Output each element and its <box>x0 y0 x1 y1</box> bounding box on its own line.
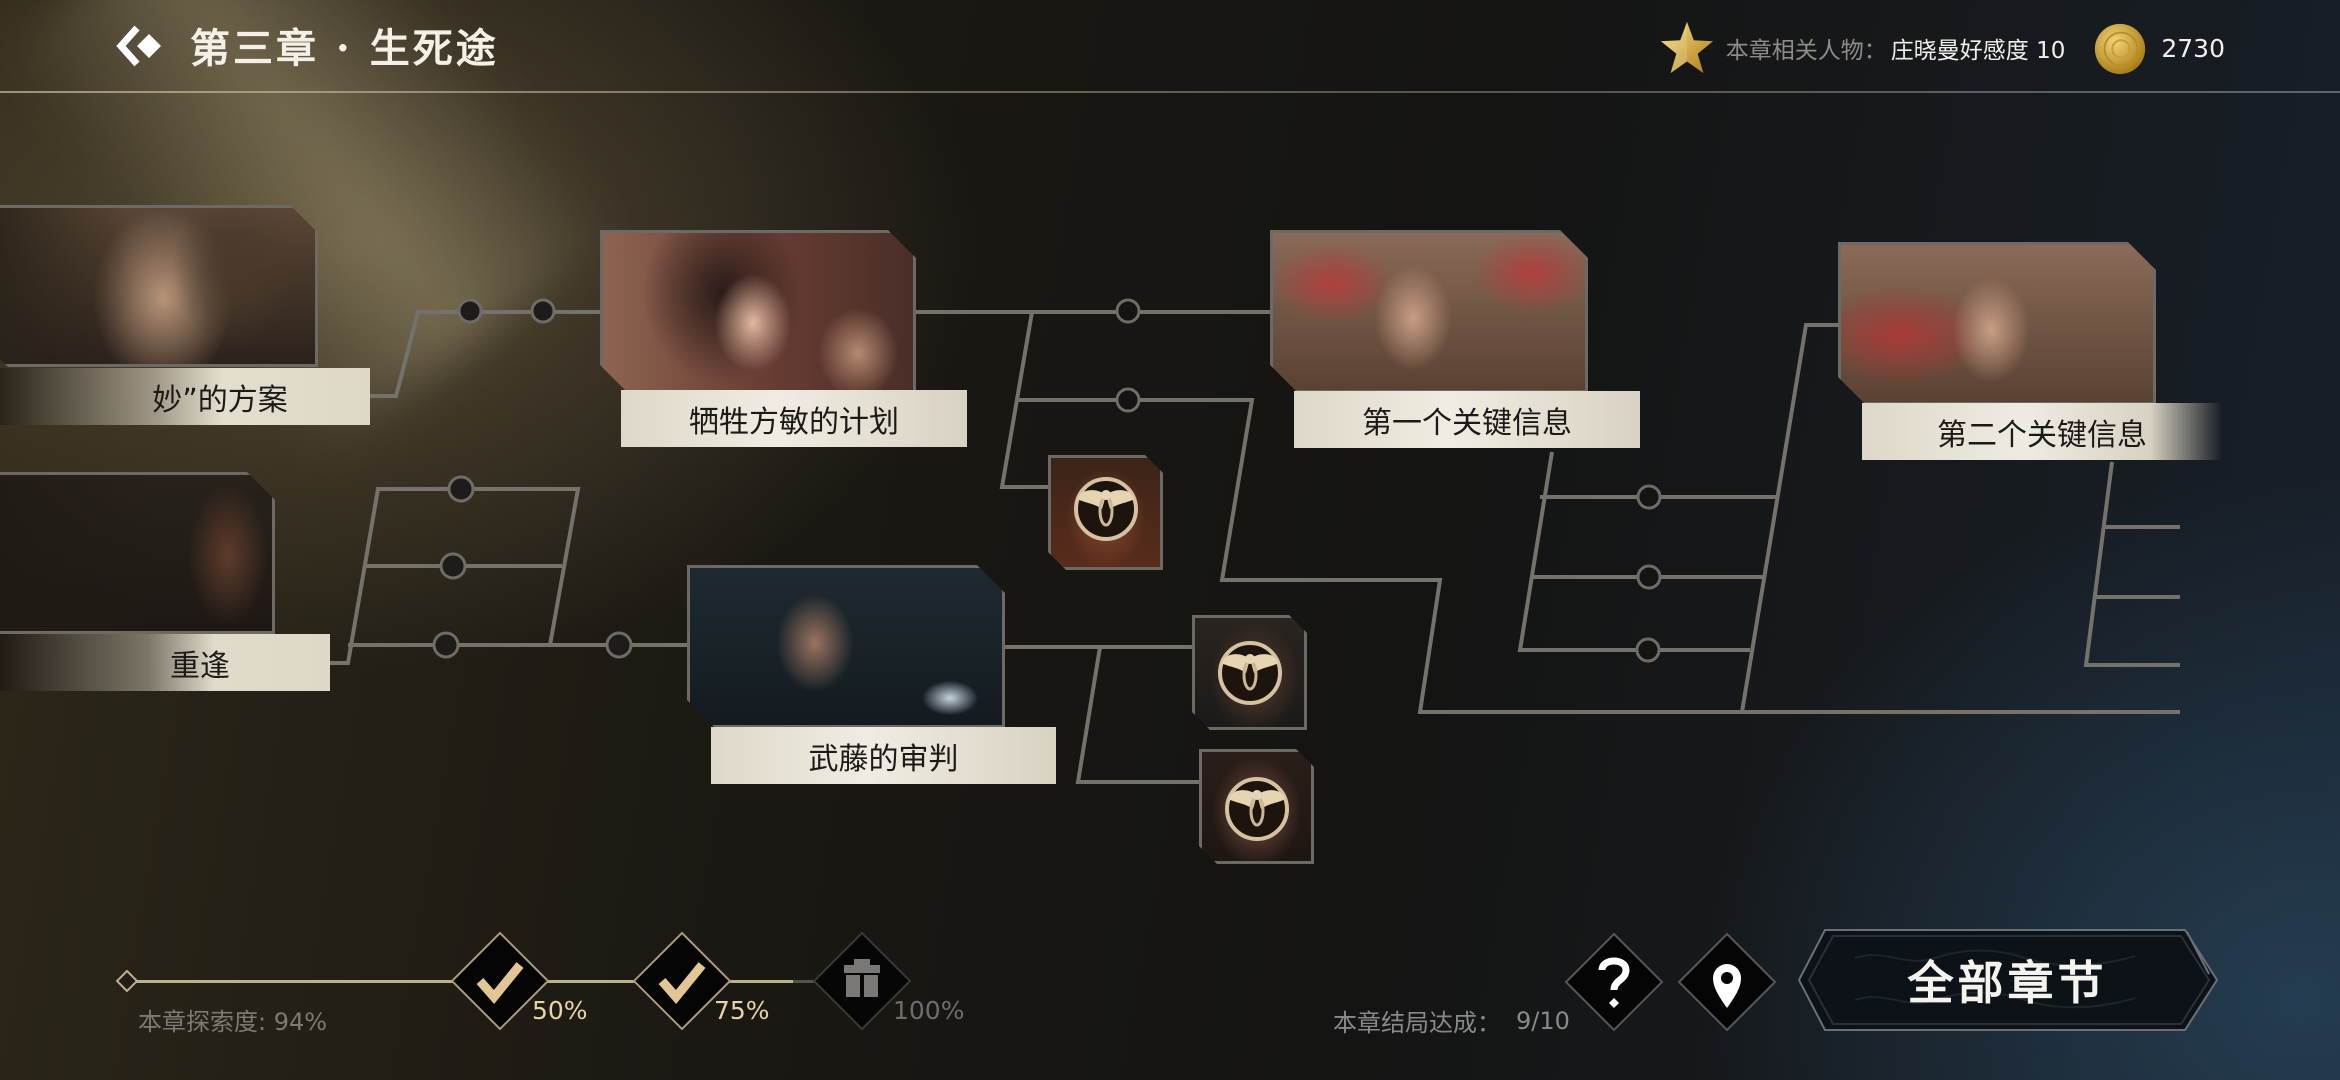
question-mark-icon <box>1598 957 1630 1008</box>
milestone-75[interactable] <box>632 931 732 1031</box>
locate-button[interactable] <box>1677 932 1777 1032</box>
gift-icon <box>844 959 880 997</box>
milestone-50[interactable] <box>450 931 550 1031</box>
header-status: 本章相关人物： 庄晓曼好感度 10 2730 <box>1658 18 2225 78</box>
progress-start-diamond-icon <box>116 970 138 992</box>
moth-emblem-icon <box>1074 477 1138 541</box>
story-label: 重逢 <box>0 634 330 691</box>
gold-coin-icon <box>2095 23 2146 75</box>
related-character-label: 本章相关人物： <box>1725 38 1887 64</box>
map-pin-icon <box>1713 964 1741 1008</box>
back-diamond-chevron-icon <box>116 25 161 67</box>
story-thumbnail <box>600 230 916 393</box>
story-node-info1[interactable]: 第一个关键信息 <box>1270 228 1645 453</box>
story-label: 第一个关键信息 <box>1294 391 1640 448</box>
chapter-title: 第三章 · 生死途 <box>190 25 499 72</box>
story-label: 第二个关键信息 <box>1862 403 2222 460</box>
story-node-sacrifice[interactable]: 牺牲方敏的计划 <box>598 228 970 453</box>
checkmark-icon <box>658 962 706 1004</box>
back-button[interactable] <box>115 22 167 70</box>
related-character-value: 庄晓曼好感度 10 <box>1890 38 2066 64</box>
story-label: 牺牲方敏的计划 <box>621 390 967 447</box>
milestone-100-label: 100% <box>893 996 965 1025</box>
secret-node-3[interactable] <box>1199 749 1314 864</box>
story-node-reunion[interactable]: 重逢 <box>0 472 335 694</box>
story-thumbnail <box>1270 230 1588 393</box>
story-node-trial[interactable]: 武藤的审判 <box>687 563 1059 788</box>
checkmark-icon <box>476 962 524 1004</box>
gold-star-icon <box>1660 21 1713 74</box>
story-node-info2[interactable]: 第二个关键信息 <box>1838 240 2222 465</box>
milestone-75-label: 75% <box>714 996 770 1025</box>
help-button[interactable] <box>1564 932 1664 1032</box>
moth-emblem-icon <box>1218 641 1282 705</box>
exploration-label: 本章探索度: 94% <box>138 1008 328 1036</box>
milestone-50-label: 50% <box>532 996 588 1025</box>
all-chapters-label: 全部章节 <box>1907 956 2108 1010</box>
story-thumbnail <box>0 205 318 367</box>
story-thumbnail <box>0 472 275 634</box>
ending-achieved-label: 本章结局达成： <box>1333 1009 1501 1037</box>
coin-count: 2730 <box>2161 33 2225 63</box>
moth-emblem-icon <box>1225 777 1289 841</box>
ending-achieved-value: 9/10 <box>1516 1007 1570 1035</box>
secret-node-1[interactable] <box>1048 455 1163 570</box>
story-label: 武藤的审判 <box>711 727 1056 784</box>
header-divider <box>0 91 2340 93</box>
all-chapters-button[interactable]: 全部章节 <box>1795 928 2220 1032</box>
story-node-plan[interactable]: 妙”的方案 <box>0 205 380 430</box>
story-label: 妙”的方案 <box>0 368 370 425</box>
story-thumbnail <box>1838 242 2156 405</box>
secret-node-2[interactable] <box>1192 615 1307 730</box>
milestone-100[interactable] <box>812 931 912 1031</box>
exploration-value: 94% <box>273 1008 328 1036</box>
story-thumbnail <box>687 565 1005 728</box>
